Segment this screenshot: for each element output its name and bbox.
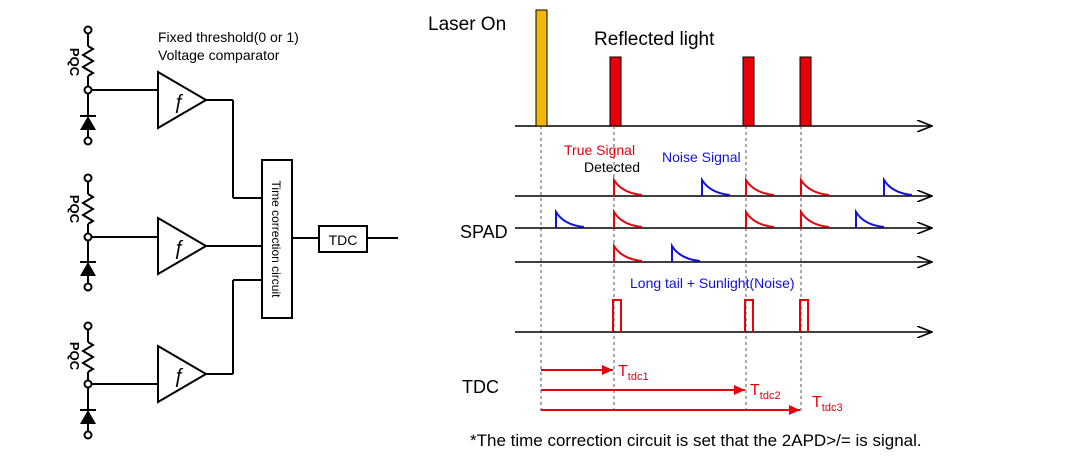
long-tail-label: Long tail + Sunlight(Noise) bbox=[630, 275, 795, 291]
terminal-bottom bbox=[83, 136, 93, 146]
tdc-box bbox=[318, 225, 368, 253]
reflected-pulse-2 bbox=[742, 56, 755, 127]
noise-signal-label: Noise Signal bbox=[662, 149, 741, 165]
true-spike bbox=[800, 176, 830, 196]
true-spike bbox=[745, 176, 775, 196]
pqc-label: PQC bbox=[67, 342, 82, 371]
reflected-pulse-1 bbox=[609, 56, 622, 127]
timing-diagram: Laser On Reflected light True Signal Det… bbox=[428, 9, 932, 415]
node bbox=[83, 85, 93, 95]
true-spike bbox=[613, 176, 643, 196]
pqc-label: PQC bbox=[67, 195, 82, 224]
voltage-comparator bbox=[157, 344, 208, 404]
pqc-resistor bbox=[81, 45, 95, 77]
reflected-light-label: Reflected light bbox=[594, 29, 715, 50]
reflected-pulse-3 bbox=[799, 56, 812, 127]
pqc-resistor bbox=[81, 193, 95, 225]
comparator-symbol: ƒ bbox=[173, 237, 184, 259]
ttdc-2-label: Ttdc2 bbox=[750, 382, 781, 402]
laser-on-label: Laser On bbox=[428, 14, 506, 35]
ttdc-3-label: Ttdc3 bbox=[812, 394, 843, 414]
comparator-symbol: ƒ bbox=[173, 365, 184, 387]
noise-spike bbox=[701, 176, 731, 196]
detected-label: Detected bbox=[584, 159, 640, 175]
voltage-comparator bbox=[157, 216, 208, 276]
svg-text:PQC: PQC bbox=[67, 48, 82, 77]
node bbox=[83, 379, 93, 389]
tdc-label: TDC bbox=[462, 377, 499, 397]
ttdc-1-label: Ttdc1 bbox=[618, 363, 649, 383]
noise-spike bbox=[555, 208, 585, 228]
comparator-title-line1: Fixed threshold(0 or 1) bbox=[158, 29, 299, 45]
spad-channel-3: PQC ƒ bbox=[67, 279, 262, 440]
spad-diode bbox=[80, 410, 96, 424]
true-spike bbox=[613, 208, 643, 228]
spad-diode bbox=[80, 116, 96, 130]
svg-text:PQC: PQC bbox=[67, 195, 82, 224]
true-spike bbox=[800, 208, 830, 228]
noise-spike bbox=[671, 242, 701, 262]
voltage-comparator bbox=[157, 70, 208, 130]
true-spike bbox=[745, 208, 775, 228]
true-signal-label: True Signal bbox=[564, 142, 635, 158]
node bbox=[83, 232, 93, 242]
svg-text:Time correction circuit: Time correction circuit bbox=[269, 181, 283, 299]
spad-channel-1: PQC ƒ bbox=[67, 25, 262, 199]
noise-spike bbox=[883, 176, 913, 196]
output-pulse-1 bbox=[612, 299, 622, 332]
time-correction-label: Time correction circuit bbox=[269, 181, 283, 299]
time-correction-box bbox=[261, 159, 293, 319]
pqc-resistor bbox=[81, 341, 95, 373]
circuit-schematic: Fixed threshold(0 or 1) Voltage comparat… bbox=[67, 25, 398, 440]
footnote: *The time correction circuit is set that… bbox=[470, 431, 922, 450]
pqc-label: PQC bbox=[67, 48, 82, 77]
svg-text:PQC: PQC bbox=[67, 342, 82, 371]
laser-pulse bbox=[535, 9, 548, 127]
terminal-bottom bbox=[83, 430, 93, 440]
output-pulse-3 bbox=[799, 299, 809, 332]
output-pulse-2 bbox=[744, 299, 754, 332]
spad-channel-2: PQC ƒ bbox=[67, 173, 262, 292]
noise-spike bbox=[855, 208, 885, 228]
spad-diode bbox=[80, 262, 96, 276]
terminal-bottom bbox=[83, 282, 93, 292]
tdc-box-label: TDC bbox=[329, 232, 358, 248]
comparator-symbol: ƒ bbox=[173, 91, 184, 113]
terminal-top bbox=[83, 25, 93, 35]
comparator-title-line2: Voltage comparator bbox=[158, 47, 280, 63]
terminal-top bbox=[83, 173, 93, 183]
spad-label: SPAD bbox=[460, 222, 508, 242]
true-spike bbox=[613, 242, 643, 262]
terminal-top bbox=[83, 321, 93, 331]
